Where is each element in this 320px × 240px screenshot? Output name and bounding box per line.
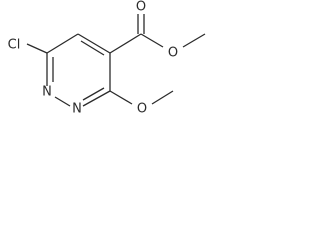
molecule-structure: Cl N N O O O — [8, 0, 206, 117]
atom-label-chlorine: Cl — [8, 38, 21, 53]
bond-ether-o-to-methyl — [151, 90, 174, 105]
bond-ring-c-ome-to-n2-inner — [82, 87, 105, 101]
bond-c-to-cl — [26, 43, 48, 54]
bond-carbonyl-c-to-ester-o — [140, 33, 164, 48]
bond-ring-n2-to-n1 — [54, 96, 71, 107]
bond-ester-o-to-methyl — [182, 33, 206, 48]
bond-ring-to-ether-o — [109, 90, 133, 105]
atom-label-ether-oxygen: O — [137, 102, 147, 117]
atom-label-carbonyl-oxygen: O — [136, 0, 146, 15]
atom-label-nitrogen-2: N — [72, 102, 82, 117]
bond-ring-c-h-to-c-ester-inner — [80, 40, 105, 56]
bond-ring-c-h-to-c-ester — [77, 33, 111, 54]
atom-label-ester-oxygen: O — [168, 46, 178, 61]
bond-ring-c-cl-to-c-h — [46, 33, 79, 54]
bond-ring-to-carbonyl-c — [109, 33, 142, 54]
bond-ring-c-ome-to-n2 — [82, 90, 111, 107]
atom-label-nitrogen-1: N — [42, 85, 52, 100]
